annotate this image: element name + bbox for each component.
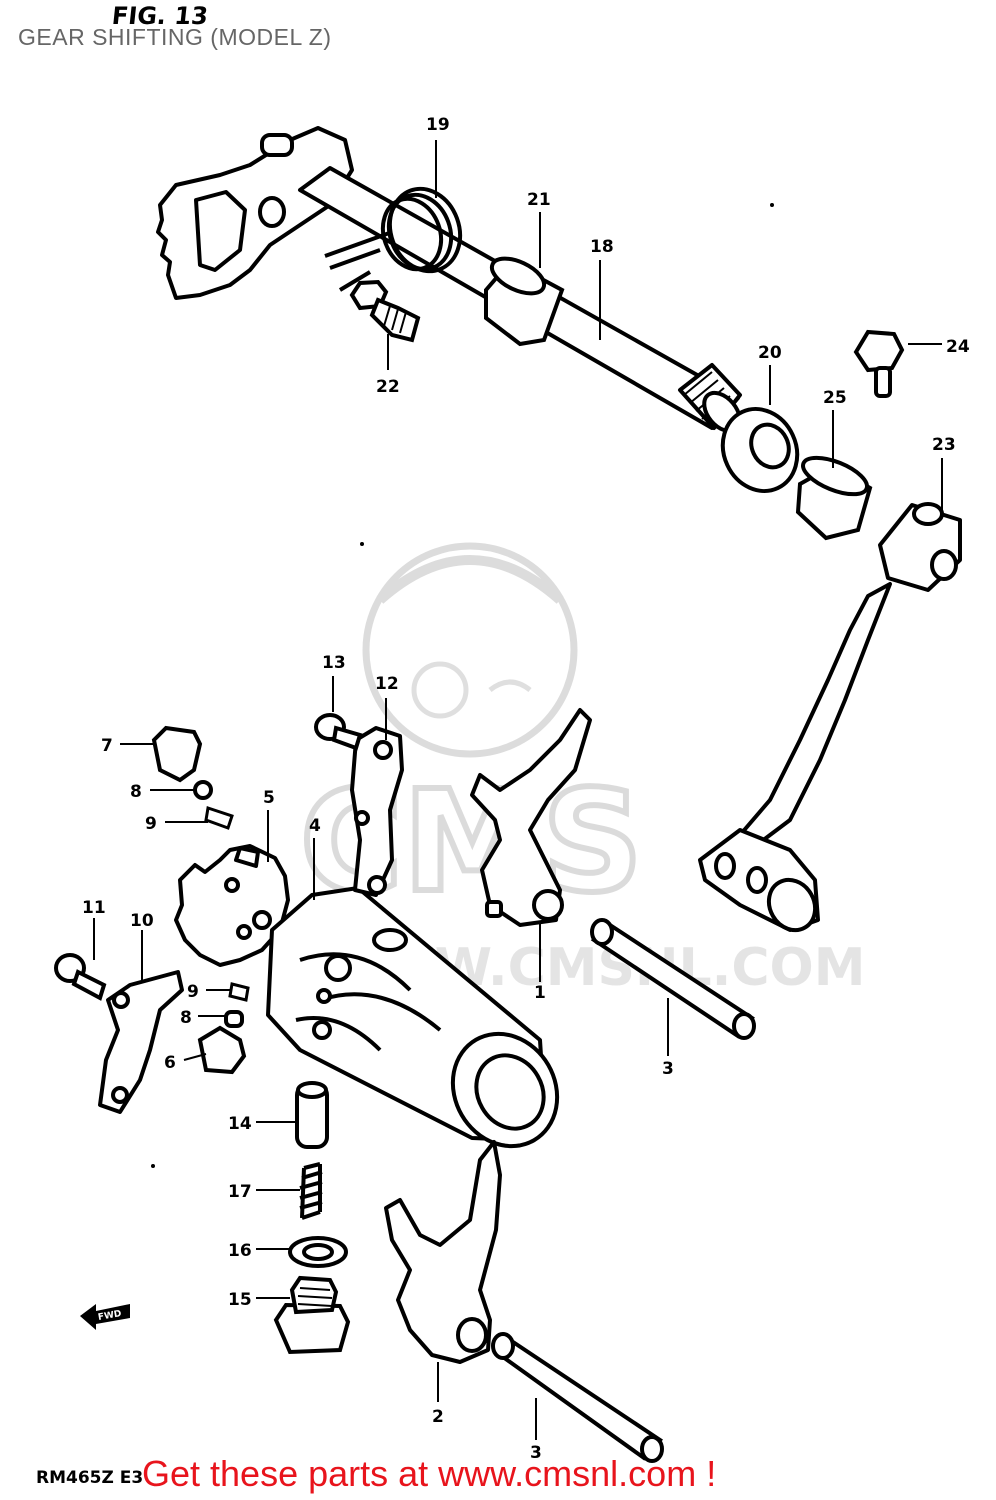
neutral-switch-plug: [273, 1275, 351, 1355]
callout-3-lower: 3: [530, 1443, 542, 1463]
stopper-bolt: [349, 279, 421, 343]
neutral-spring: [299, 1162, 323, 1220]
callout-labels: 19 21 18 22 20 24 25 23 13 12 7 8 9 5 4 …: [82, 115, 970, 1463]
gearshift-arm: [156, 126, 354, 300]
callout-13: 13: [322, 653, 346, 673]
forward-arrow-icon: FWD: [80, 1304, 130, 1330]
callout-8-lower: 8: [180, 1008, 192, 1028]
gear-shift-cam-stopper: [151, 725, 234, 830]
callout-9-upper: 9: [145, 814, 157, 834]
diagram-code: RM465Z E3: [36, 1468, 144, 1488]
cam-stopper-lower: [197, 982, 250, 1075]
callout-2: 2: [432, 1407, 444, 1427]
callout-19: 19: [426, 115, 450, 135]
gasket-washer: [288, 1236, 348, 1268]
cam-guide-plate: [350, 726, 404, 897]
callout-20: 20: [758, 343, 782, 363]
gear-shift-fork-2: [384, 1140, 502, 1364]
buy-parts-link[interactable]: Get these parts at www.cmsnl.com !: [142, 1453, 717, 1494]
gearshift-lever: [698, 502, 962, 933]
return-spring: [324, 186, 463, 292]
gear-shift-fork-shaft-lower: [491, 1332, 664, 1463]
callout-8-upper: 8: [130, 782, 142, 802]
callout-4: 4: [309, 816, 321, 836]
callout-11: 11: [82, 898, 106, 918]
shaft-collar: [484, 256, 565, 347]
callout-23: 23: [932, 435, 956, 455]
direction-label: FWD: [97, 1309, 122, 1323]
callout-18: 18: [590, 237, 614, 257]
stopper-plate-screw: [54, 953, 107, 1001]
callout-6: 6: [164, 1053, 176, 1073]
gear-shift-fork-1: [470, 708, 592, 927]
callout-9-lower: 9: [187, 982, 199, 1002]
callout-17: 17: [228, 1182, 252, 1202]
callout-5: 5: [263, 788, 275, 808]
neutral-pin: [295, 1081, 329, 1149]
callout-21: 21: [527, 190, 551, 210]
cam-plate: [174, 844, 290, 967]
callout-22: 22: [376, 377, 400, 397]
gear-shift-fork-shaft-upper: [590, 918, 756, 1040]
callout-3-upper: 3: [662, 1059, 674, 1079]
pedal-bolt: [853, 329, 905, 398]
leader-lines: [93, 140, 943, 1440]
oil-seal: [720, 407, 800, 493]
callout-1: 1: [534, 983, 546, 1003]
page-title: GEAR SHIFTING (MODEL Z): [18, 24, 332, 50]
callout-14: 14: [228, 1114, 252, 1134]
guide-screw-upper: [314, 713, 363, 751]
callout-7: 7: [101, 736, 113, 756]
watermark-head-icon: [362, 542, 578, 758]
gear-shift-cam-drum: [266, 886, 560, 1149]
callout-16: 16: [228, 1241, 252, 1261]
bushing: [795, 455, 873, 541]
callout-15: 15: [228, 1290, 252, 1310]
callout-12: 12: [375, 674, 399, 694]
cam-stopper-plate: [98, 970, 184, 1114]
callout-10: 10: [130, 911, 154, 931]
callout-25: 25: [823, 388, 847, 408]
callout-24: 24: [946, 337, 970, 357]
